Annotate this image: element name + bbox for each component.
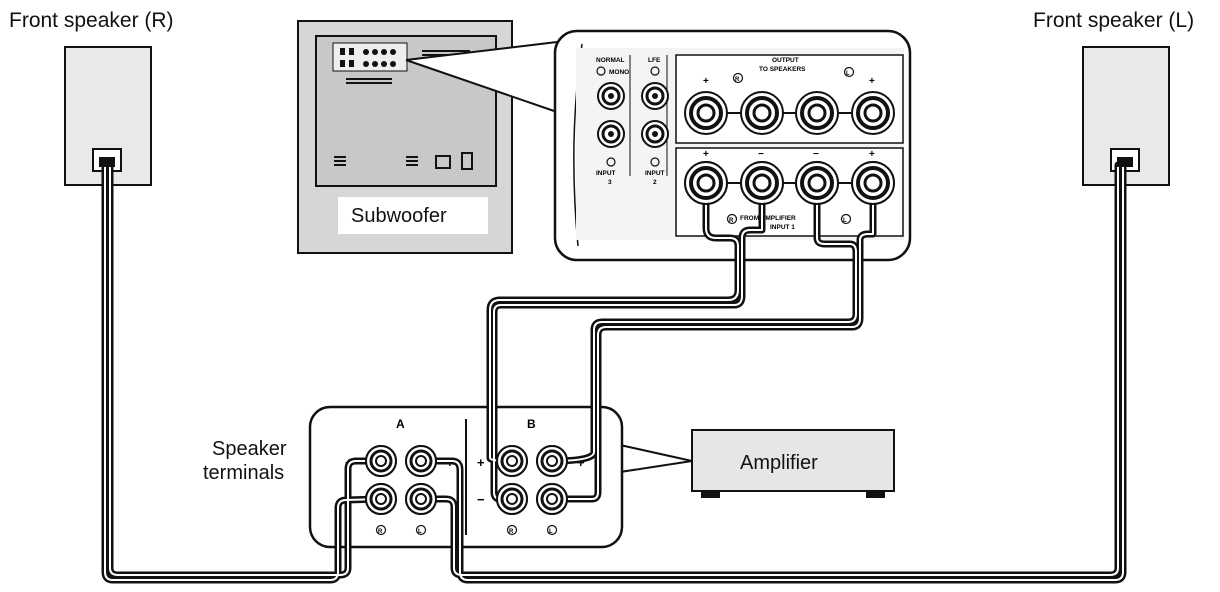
- terminal-group-a-label: A: [396, 417, 405, 431]
- speaker-terminal-block: A B + − + − + − + − R L R L: [308, 405, 624, 549]
- subwoofer-panel-zoom: NORMAL MONO LFE OUTPUT TO SPEAKERS INPUT…: [553, 29, 912, 262]
- panel-in-plus-l: +: [869, 149, 875, 160]
- speaker-terminals-label-line2: terminals: [203, 462, 285, 484]
- cable-front-speaker-l: [417, 161, 1127, 584]
- terminal-a-r-mark: R: [378, 529, 383, 535]
- panel-out-plus-r: +: [703, 76, 709, 87]
- subwoofer-label: Subwoofer: [351, 205, 447, 227]
- terminal-callout-wedge: [620, 445, 692, 472]
- terminal-a-l-mark: L: [418, 529, 422, 535]
- post-overlays: [99, 157, 1133, 516]
- panel-to-speakers-label: TO SPEAKERS: [759, 66, 806, 73]
- cable-subwoofer-l: [548, 179, 877, 503]
- terminal-b-l-mark: L: [549, 529, 553, 535]
- panel-out-r-mark: R: [735, 77, 740, 83]
- panel-out-plus-l: +: [869, 76, 875, 87]
- cable-subwoofer-r: [486, 179, 766, 503]
- amplifier-label: Amplifier: [740, 452, 818, 474]
- terminal-b-minus-r: −: [477, 492, 485, 507]
- speaker-terminals-label-line1: Speaker: [212, 438, 287, 460]
- panel-input-2-num: 2: [653, 179, 657, 186]
- front-speaker-r-label: Front speaker (R): [9, 9, 174, 32]
- cable-front-speaker-r: [101, 161, 385, 584]
- front-speaker-l-label: Front speaker (L): [1033, 9, 1195, 32]
- panel-out-l-mark: L: [846, 71, 850, 77]
- speaker-cables: [101, 161, 1127, 584]
- panel-input-3-label: INPUT: [596, 170, 616, 177]
- terminal-b-r-mark: R: [509, 529, 514, 535]
- panel-in-minus-l: −: [813, 149, 819, 160]
- amplifier-unit: [691, 429, 895, 498]
- panel-mono-label: MONO: [609, 69, 629, 76]
- panel-lfe-label: LFE: [648, 57, 661, 64]
- terminal-group-b-label: B: [527, 417, 536, 431]
- panel-in-plus-r: +: [703, 149, 709, 160]
- panel-input-3-num: 3: [608, 179, 612, 186]
- panel-normal-label: NORMAL: [596, 57, 625, 64]
- callout-wedge: [406, 42, 557, 112]
- terminal-b-plus-r: +: [477, 455, 485, 470]
- panel-input-2-label: INPUT: [645, 170, 665, 177]
- panel-in-l-mark: L: [843, 218, 847, 224]
- panel-in-minus-r: −: [758, 149, 764, 160]
- panel-output-label: OUTPUT: [772, 57, 799, 64]
- panel-from-amplifier-label: FROM AMPLIFIER: [740, 215, 796, 222]
- panel-in-r-mark: R: [729, 218, 734, 224]
- panel-input-1-label: INPUT 1: [770, 224, 795, 231]
